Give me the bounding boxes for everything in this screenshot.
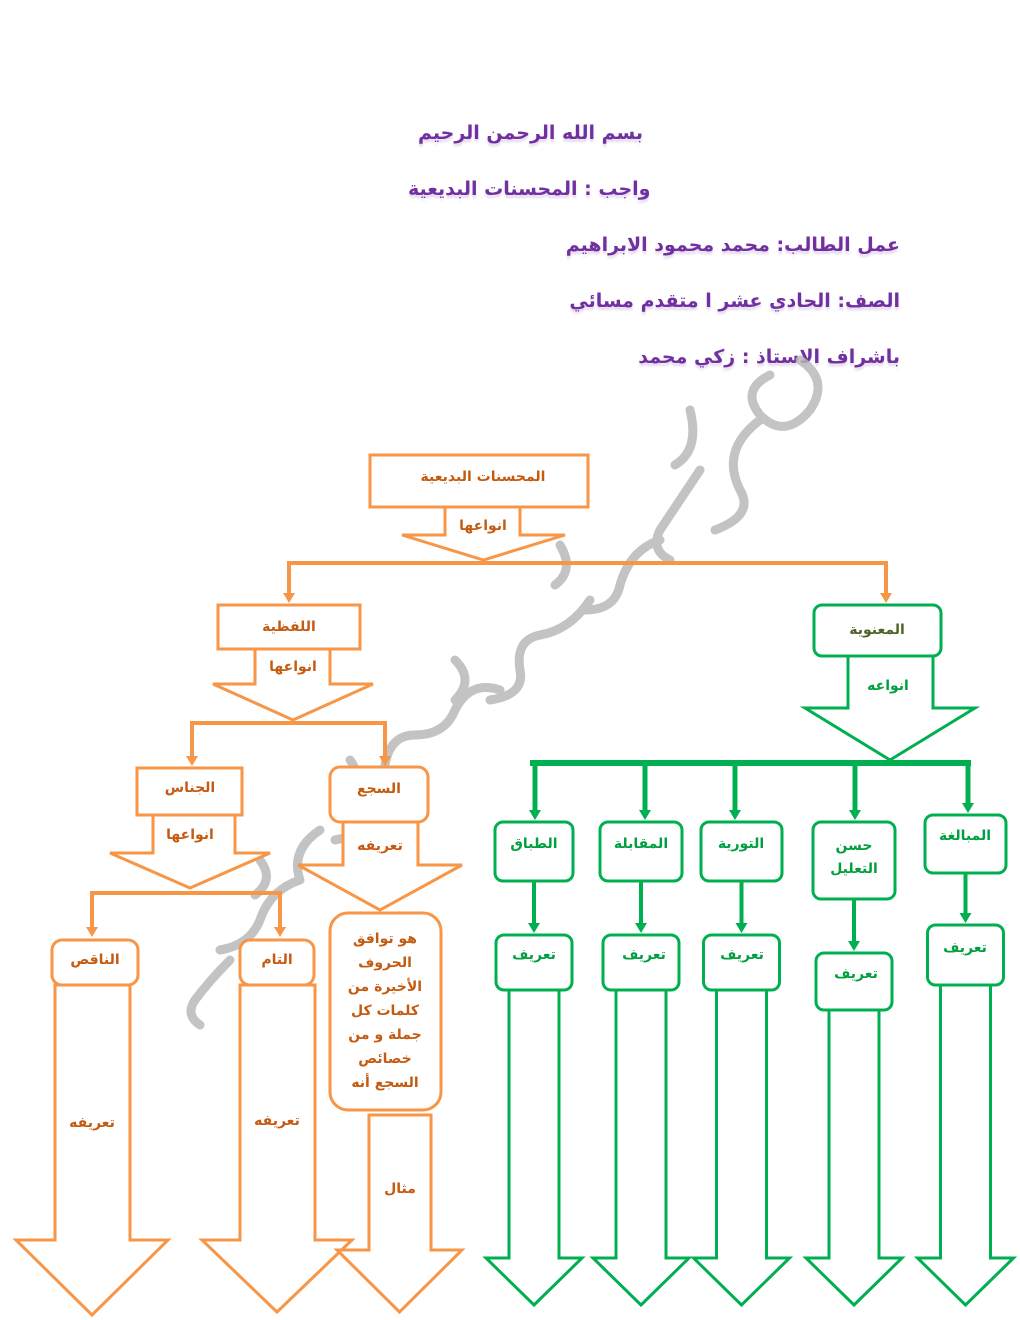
semantic-box-label: المعنوية [849,622,905,638]
husn-long-arrow [802,1008,906,1308]
muqabala-def: تعريف [622,947,666,963]
muqabala-to-def-head [635,923,647,933]
watermark-stroke [250,405,698,900]
teacher: باشراف الاستاذ : زكي محمد [638,346,900,368]
connector-to-muqabala-head [639,810,651,820]
verbal-box [216,603,362,651]
tibaq-long-arrow [482,988,586,1308]
tawriya-label: التورية [718,836,764,852]
semantic-arrow-label: انواعه [867,678,909,694]
husn-label-line1: حسن [836,838,873,854]
connector-to-verbal-head [283,593,295,603]
connector-to-naqis-head [86,927,98,937]
connector-to-jinas-head [186,756,198,766]
example-arrow-label: مثال [384,1181,416,1197]
jinas-arrow-label: انواعها [166,827,214,843]
saja-definition-line: جملة و من [348,1027,421,1043]
tam-label: التام [261,952,292,968]
assignment-title: واجب : المحسنات البديعية [408,178,651,200]
mubalagha-to-def-head [959,913,972,923]
saja-definition-line: الأخيرة من [348,978,422,995]
saja-definition-line: خصائص [358,1051,412,1067]
tibaq-def: تعريف [512,947,556,963]
husn-def: تعريف [834,966,878,982]
muqabala-long-arrow [589,988,693,1308]
mubalagha-long-arrow [913,983,1018,1308]
root-box [368,453,590,509]
muqabala-label: المقابلة [614,836,668,852]
semantic-arrow [799,654,981,762]
tibaq-label: الطباق [510,836,557,852]
verbal-arrow [212,647,374,722]
tam-arrow [198,983,356,1315]
connector-to-husn-head [849,810,861,820]
mubalagha-def: تعريف [943,940,987,956]
saja-arrow-label: تعريفه [357,838,403,854]
saja-label: السجع [357,781,401,797]
root-box-label: المحسنات البديعية [421,469,546,485]
naqis-label: الناقص [70,952,119,968]
connector-to-tibaq-head [529,810,541,820]
watermark-stroke [580,355,823,615]
root-arrow-label: انواعها [459,518,507,534]
husn-to-def-head [848,941,860,951]
tawriya-to-def-head [735,923,748,933]
verbal-box-label: اللفظية [262,619,316,635]
tawriya-def: تعريف [720,947,764,963]
mubalagha-box [923,813,1008,875]
tibaq-to-def-head [528,923,540,933]
saja-definition-line: الحروف [358,955,412,971]
grade: الصف: الحادي عشر ا متقدم مسائي [569,290,900,312]
verbal-arrow-label: انواعها [269,659,317,675]
connector-to-semantic-head [880,593,892,603]
husn-label-line2: التعليل [830,861,878,877]
naqis-arrow [12,983,172,1318]
tam-arrow-label: تعريفه [254,1113,300,1129]
tawriya-long-arrow [689,988,794,1308]
saja-definition-line: كلمات كل [351,1003,420,1019]
jinas-label: الجناس [165,780,215,796]
connector-to-mubalagha-head [962,803,974,813]
connector-to-tawriya-head [729,810,741,820]
saja-definition-line: هو توافق [353,931,417,947]
watermark-stroke [380,595,595,770]
saja-definition-line: السجع أنه [351,1073,418,1091]
naqis-arrow-label: تعريفه [69,1115,115,1131]
saja-arrow [297,820,463,912]
basmala: بسم الله الرحمن الرحيم [418,122,643,144]
example-arrow [333,1113,466,1315]
root-arrow [401,505,566,562]
jinas-arrow [109,813,271,890]
saja-definition-box [328,911,443,1112]
mubalagha-label: المبالغة [939,828,991,844]
connector-to-tam-head [274,927,286,937]
student-name: عمل الطالب: محمد محمود الابراهيم [565,234,900,256]
connector-to-saja-head [379,756,391,766]
